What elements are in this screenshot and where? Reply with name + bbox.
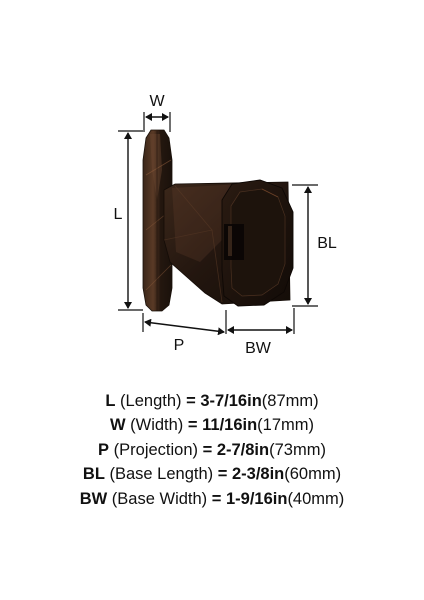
- spec-imperial: 3-7/16in: [200, 392, 262, 410]
- hook-end-base: [221, 179, 294, 307]
- spec-row-base-width: BW (Base Width) = 1-9/16in(40mm): [0, 487, 424, 511]
- spec-metric: (40mm): [287, 489, 345, 508]
- spec-imperial: 1-9/16in: [225, 489, 288, 508]
- spec-imperial: 2-3/8in: [231, 465, 285, 484]
- spec-abbr: W: [109, 416, 126, 435]
- projection-label: P: [174, 337, 185, 354]
- spec-abbr: BL: [82, 465, 105, 484]
- base-length-label: BL: [317, 235, 337, 252]
- hook-backplate: [142, 129, 173, 312]
- dimension-drawing: W L: [114, 93, 337, 357]
- dimension-specs-list: L (Length) = 3-7/16in(87mm) W (Width) = …: [0, 389, 424, 511]
- spec-description: (Base Length): [104, 465, 218, 484]
- length-label: L: [114, 206, 123, 223]
- width-label: W: [149, 93, 165, 110]
- spec-metric: (17mm): [257, 416, 315, 435]
- length-dimension: L: [114, 130, 143, 311]
- mounting-slot: [224, 224, 244, 260]
- spec-equals: =: [186, 392, 201, 410]
- spec-description: (Base Width): [107, 489, 212, 508]
- spec-equals: =: [187, 416, 203, 435]
- spec-equals: =: [202, 440, 217, 459]
- spec-row-width: W (Width) = 11/16in(17mm): [0, 413, 424, 437]
- spec-abbr: BW: [79, 489, 108, 508]
- spec-description: (Projection): [109, 440, 203, 459]
- spec-row-base-length: BL (Base Length) = 2-3/8in(60mm): [0, 462, 424, 486]
- spec-metric: (87mm): [261, 392, 319, 410]
- spec-abbr: P: [98, 440, 110, 459]
- spec-imperial: 2-7/8in: [216, 440, 270, 459]
- spec-description: (Length): [115, 392, 187, 410]
- product-dimension-diagram: W L: [114, 93, 337, 357]
- spec-row-length: L (Length) = 3-7/16in(87mm): [0, 389, 424, 413]
- projection-arrow: [144, 318, 225, 336]
- width-dimension: W: [143, 93, 171, 132]
- spec-equals: =: [217, 465, 232, 484]
- spec-imperial: 11/16in: [202, 416, 258, 435]
- spec-metric: (73mm): [269, 440, 326, 459]
- base-width-dimension: BW: [225, 308, 295, 357]
- spec-equals: =: [211, 489, 226, 508]
- base-length-dimension: BL: [292, 184, 337, 307]
- spec-row-projection: P (Projection) = 2-7/8in(73mm): [0, 438, 424, 462]
- projection-dimension: P: [142, 313, 225, 354]
- spec-description: (Width): [125, 416, 188, 435]
- spec-abbr: L: [105, 392, 116, 410]
- base-width-label: BW: [245, 340, 272, 357]
- spec-metric: (60mm): [284, 465, 342, 484]
